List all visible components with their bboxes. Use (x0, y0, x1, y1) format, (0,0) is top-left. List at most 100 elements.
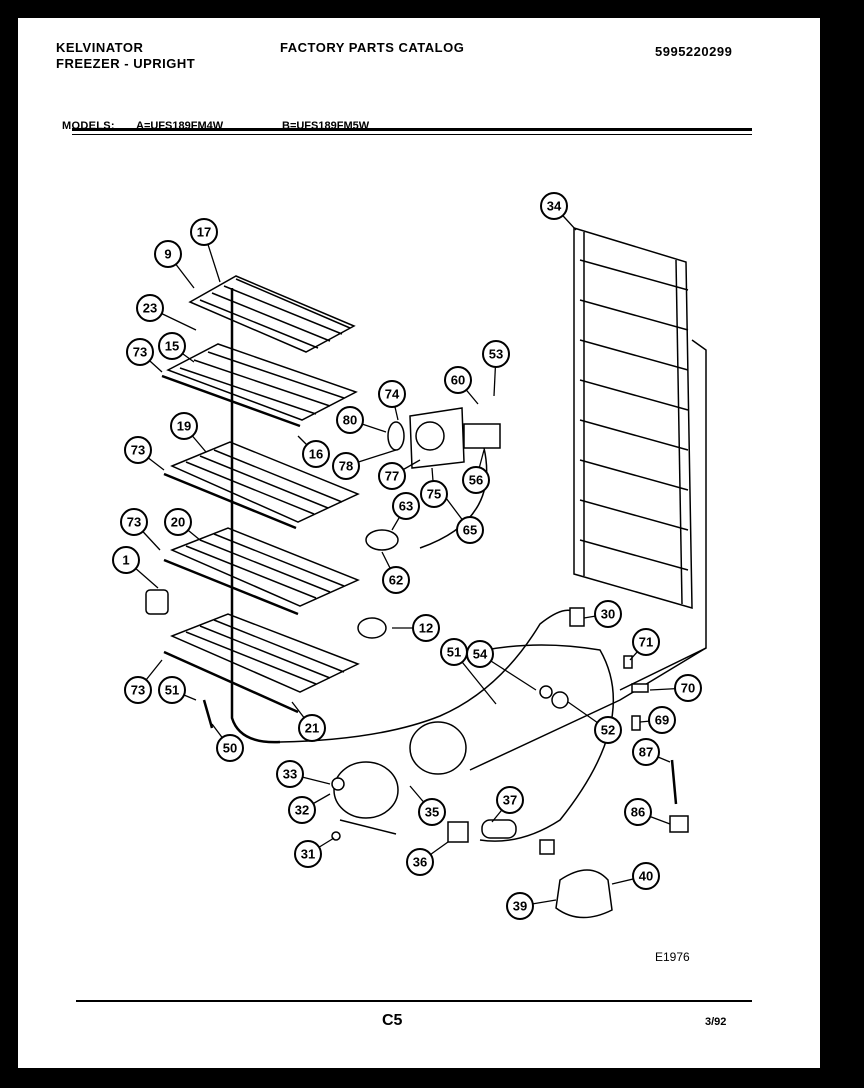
shelf-top (188, 275, 356, 353)
callout-label: 52 (601, 723, 615, 738)
callout-label: 15 (165, 339, 179, 354)
callout-51: 51 (440, 638, 497, 705)
callout-17: 17 (190, 218, 221, 283)
callout-23: 23 (136, 294, 197, 331)
callout-label: 31 (301, 847, 315, 862)
callout-bubble (336, 406, 364, 434)
callout-21: 21 (291, 701, 326, 742)
door-hinge (145, 589, 169, 615)
callout-label: 63 (399, 499, 413, 514)
callout-35: 35 (409, 785, 446, 826)
callout-20: 20 (164, 508, 201, 541)
callout-40: 40 (611, 862, 660, 890)
callout-bubble (190, 218, 218, 246)
callout-71: 71 (629, 628, 660, 661)
callout-bubble (298, 714, 326, 742)
callout-bubble (624, 798, 652, 826)
callout-bubble (154, 240, 182, 268)
callout-bubble (418, 798, 446, 826)
callout-bubble (412, 614, 440, 642)
callout-73: 73 (124, 659, 163, 704)
callout-label: 73 (131, 683, 145, 698)
compressor (333, 721, 467, 835)
callout-label: 19 (177, 419, 191, 434)
callout-label: 21 (305, 721, 319, 736)
callout-bubble (126, 338, 154, 366)
callout-32: 32 (288, 793, 331, 824)
callout-label: 30 (601, 607, 615, 622)
callout-77: 77 (378, 459, 421, 490)
callout-bubble (216, 734, 244, 762)
brand-block: KELVINATOR FREEZER - UPRIGHT (56, 40, 195, 72)
callout-54: 54 (466, 640, 537, 691)
callout-label: 23 (143, 301, 157, 316)
callout-label: 71 (639, 635, 653, 650)
callout-label: 17 (197, 225, 211, 240)
callout-bubble (170, 412, 198, 440)
brand-name: KELVINATOR (56, 40, 144, 55)
callout-label: 53 (489, 347, 503, 362)
shelf-bottom (163, 613, 360, 714)
callout-label: 69 (655, 713, 669, 728)
callout-bubble (674, 674, 702, 702)
callout-bubble (276, 760, 304, 788)
shelf-15 (161, 343, 358, 428)
header-rule-thick (72, 128, 752, 131)
callout-label: 75 (427, 487, 441, 502)
callout-39: 39 (506, 892, 557, 920)
callout-label: 87 (639, 745, 653, 760)
callout-label: 70 (681, 681, 695, 696)
callout-label: 74 (385, 387, 400, 402)
power-cord-cover (555, 869, 613, 919)
harness-wire (419, 447, 488, 549)
callout-bubble (392, 492, 420, 520)
callout-bubble (540, 192, 568, 220)
header-rule-thin (72, 134, 752, 135)
callout-73: 73 (120, 508, 161, 551)
callout-50: 50 (211, 723, 244, 762)
callout-bubble (456, 516, 484, 544)
callout-62: 62 (381, 551, 410, 594)
callout-bubble (302, 440, 330, 468)
callout-65: 65 (445, 497, 484, 544)
callout-bubble (294, 840, 322, 868)
callout-bubble (420, 480, 448, 508)
callout-bubble (120, 508, 148, 536)
callout-label: 34 (547, 199, 562, 214)
callout-74: 74 (378, 380, 406, 421)
diagram-code: E1976 (655, 950, 690, 964)
callout-bubble (164, 508, 192, 536)
callout-label: 80 (343, 413, 357, 428)
callout-30: 30 (583, 600, 622, 628)
relay (447, 819, 555, 855)
callout-bubble (632, 628, 660, 656)
callout-53: 53 (482, 340, 510, 397)
callout-label: 37 (503, 793, 517, 808)
callout-label: 77 (385, 469, 399, 484)
callout-73: 73 (124, 436, 165, 471)
model-b: B=UFS189FM5W (282, 120, 370, 132)
callout-37: 37 (491, 786, 524, 823)
condenser-panel (573, 226, 707, 691)
callout-label: 35 (425, 805, 439, 820)
model-a: A=UFS189FM4W (136, 120, 224, 132)
thermostat (365, 529, 399, 551)
evaporator-tube (230, 288, 281, 744)
callout-31: 31 (294, 837, 335, 868)
callout-bubble (594, 716, 622, 744)
callout-label: 73 (133, 345, 147, 360)
callout-label: 62 (389, 573, 403, 588)
callout-label: 40 (639, 869, 653, 884)
callout-label: 73 (127, 515, 141, 530)
callout-label: 73 (131, 443, 145, 458)
callout-label: 33 (283, 767, 297, 782)
callout-36: 36 (406, 841, 449, 876)
models-label: MODELS: (62, 120, 115, 132)
callout-34: 34 (540, 192, 577, 231)
callout-bubble (406, 848, 434, 876)
product-type: FREEZER - UPRIGHT (56, 56, 196, 71)
callout-73: 73 (126, 338, 163, 373)
callout-label: 12 (419, 621, 433, 636)
callout-33: 33 (276, 760, 331, 788)
callout-bubble (648, 706, 676, 734)
